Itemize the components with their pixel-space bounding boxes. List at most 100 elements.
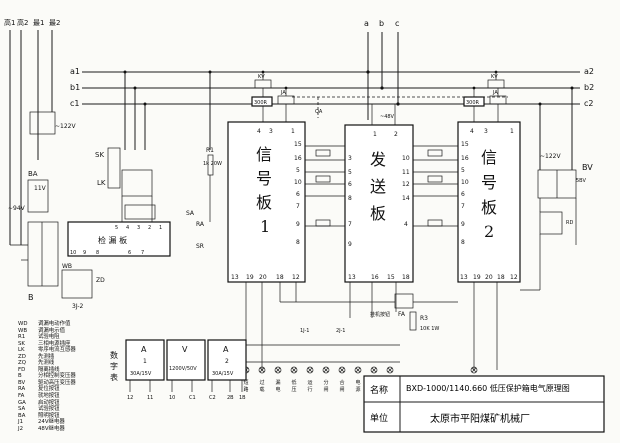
label-r1-val: 1k 20W [203, 161, 222, 167]
signal1-pin-bottom-0: 13 [231, 274, 239, 281]
label-v58: 5BV [576, 178, 586, 184]
label-lk: LK [97, 179, 106, 187]
sender-pin-top-0: 1 [373, 131, 377, 138]
label-phase-a: a [364, 19, 369, 28]
leak-pin-top-4: 1 [159, 225, 162, 231]
leak-pin-bottom-0: 10 [70, 250, 76, 256]
label-sa: SA [186, 210, 195, 217]
indicator-lamp: 合闸 [338, 366, 346, 393]
sender-board: 发 送 板 1 2 3 5 6 8 7 9 10 11 12 14 4 13 1… [344, 124, 414, 283]
label-kv-left: KV [258, 74, 265, 80]
signal2-char-2: 号 [481, 173, 497, 192]
lamp-label-char: 运 [308, 379, 313, 386]
legend-desc: 调漏电动作值 [38, 321, 71, 327]
signal1-pin-bottom-2: 20 [259, 274, 267, 281]
lamp-label-char: 电 [356, 379, 361, 386]
label-sr: SR [196, 243, 204, 250]
signal1-pin-right-0: 15 [294, 141, 302, 148]
label-l1: 最1 [33, 19, 44, 27]
legend-code: WD [18, 321, 28, 327]
label-qa: QA [315, 109, 323, 115]
signal1-pin-bottom-4: 12 [292, 274, 300, 281]
meter-a2-range: 30A/15V [212, 371, 234, 377]
signal2-pin-top-1: 3 [484, 128, 488, 135]
label-v122-left: ~122V [55, 123, 76, 130]
lamp-label-char: 路 [244, 386, 249, 393]
legend-desc: 三相电源插座 [38, 340, 71, 347]
meter-bottom-pin-3: C1 [189, 395, 196, 401]
signal2-pin-left-3: 10 [461, 179, 469, 186]
sender-pin-left-0: 3 [348, 155, 352, 162]
left-components: ~122V SK LK R1 1k 20W RA SA SR BA 11V ~9… [8, 111, 222, 310]
leak-pin-bottom-1: 9 [83, 250, 86, 256]
label-v122-right: ~122V [540, 153, 561, 160]
leak-pin-top-3: 2 [148, 225, 151, 231]
signal2-pin-bottom-4: 12 [510, 274, 518, 281]
leak-pin-bottom-3: 6 [128, 250, 131, 256]
lamp-label-char: 合 [340, 379, 345, 386]
sender-pin-left-2: 6 [348, 181, 352, 188]
meter-v-range: 1200V/50V [169, 366, 197, 372]
lamp-label-char: 闸 [340, 386, 345, 393]
lamp-label-char: 短 [244, 379, 249, 386]
label-v94: ~94V [8, 205, 26, 212]
lamp-icon [338, 366, 346, 374]
legend-code: BV [18, 379, 26, 386]
legend-code: ZD [18, 353, 26, 360]
indicator-lamp: 电源 [354, 366, 362, 393]
label-l2: 最2 [49, 19, 60, 27]
legend-code: WB [18, 327, 28, 334]
signal2-char-3: 板 [481, 198, 497, 217]
leak-pin-bottom-4: 7 [141, 250, 144, 256]
legend-code: SA [18, 406, 26, 413]
leak-board-label: 检 漏 板 [98, 235, 127, 245]
lamp-icon [370, 366, 378, 374]
leak-pin-top-2: 3 [137, 225, 140, 231]
signal1-pin-bottom-3: 18 [276, 274, 284, 281]
meter-a1 [125, 339, 165, 381]
label-r3-val: 10K 1W [420, 326, 439, 332]
label-b2: b2 [584, 83, 594, 92]
meter-title-3: 表 [110, 372, 118, 382]
leak-pin-top-1: 4 [126, 225, 129, 231]
meter-title-1: 数 [110, 350, 118, 360]
meter-bottom-pin-5: 2B [227, 395, 234, 401]
signal1-pin-right-7: 8 [296, 239, 300, 246]
label-v48: ~48V [380, 114, 395, 120]
signal-board-2: 信 号 板 2 4 3 1 15 16 5 10 6 7 9 8 13 19 2… [457, 121, 521, 283]
signal2-pin-left-4: 6 [461, 191, 465, 198]
signal2-pin-left-1: 16 [461, 155, 469, 162]
lamp-icon [290, 366, 298, 374]
legend-desc: 隔离插线 [38, 366, 60, 373]
signal1-pin-bottom-1: 19 [246, 274, 254, 281]
label-b: B [28, 293, 34, 302]
label-ja-left: JA [280, 90, 286, 96]
label-bv: BV [582, 163, 593, 172]
label-c2: c2 [584, 99, 594, 108]
legend-desc: 就地按钮 [38, 393, 60, 400]
legend-desc: 零序电流互感器 [38, 347, 76, 354]
signal1-pin-right-6: 9 [296, 221, 300, 228]
left-kv-group: KV 300R JA [251, 70, 295, 122]
sender-pin-right-2: 12 [402, 181, 410, 188]
legend-code: SK [18, 340, 25, 347]
sender-char-1: 发 [370, 150, 386, 169]
legend-desc: 48V继电器 [38, 425, 65, 432]
indicator-lamp: 过载 [258, 366, 266, 393]
interboard-wiring [305, 104, 458, 227]
signal2-pin-left-2: 5 [461, 167, 465, 174]
sender-char-2: 送 [370, 177, 386, 196]
legend-desc: 复位按钮 [38, 386, 60, 393]
title-name-label: 名称 [370, 386, 389, 396]
signal2-pin-left-5: 7 [461, 203, 465, 210]
indicator-lamp: 低压 [290, 366, 298, 393]
title-name-value: BXD-1000/1140.660 低压保护箱电气原理图 [406, 384, 570, 393]
leak-pin-top-0: 5 [115, 225, 118, 231]
phase-verticals: a b c [364, 19, 399, 120]
